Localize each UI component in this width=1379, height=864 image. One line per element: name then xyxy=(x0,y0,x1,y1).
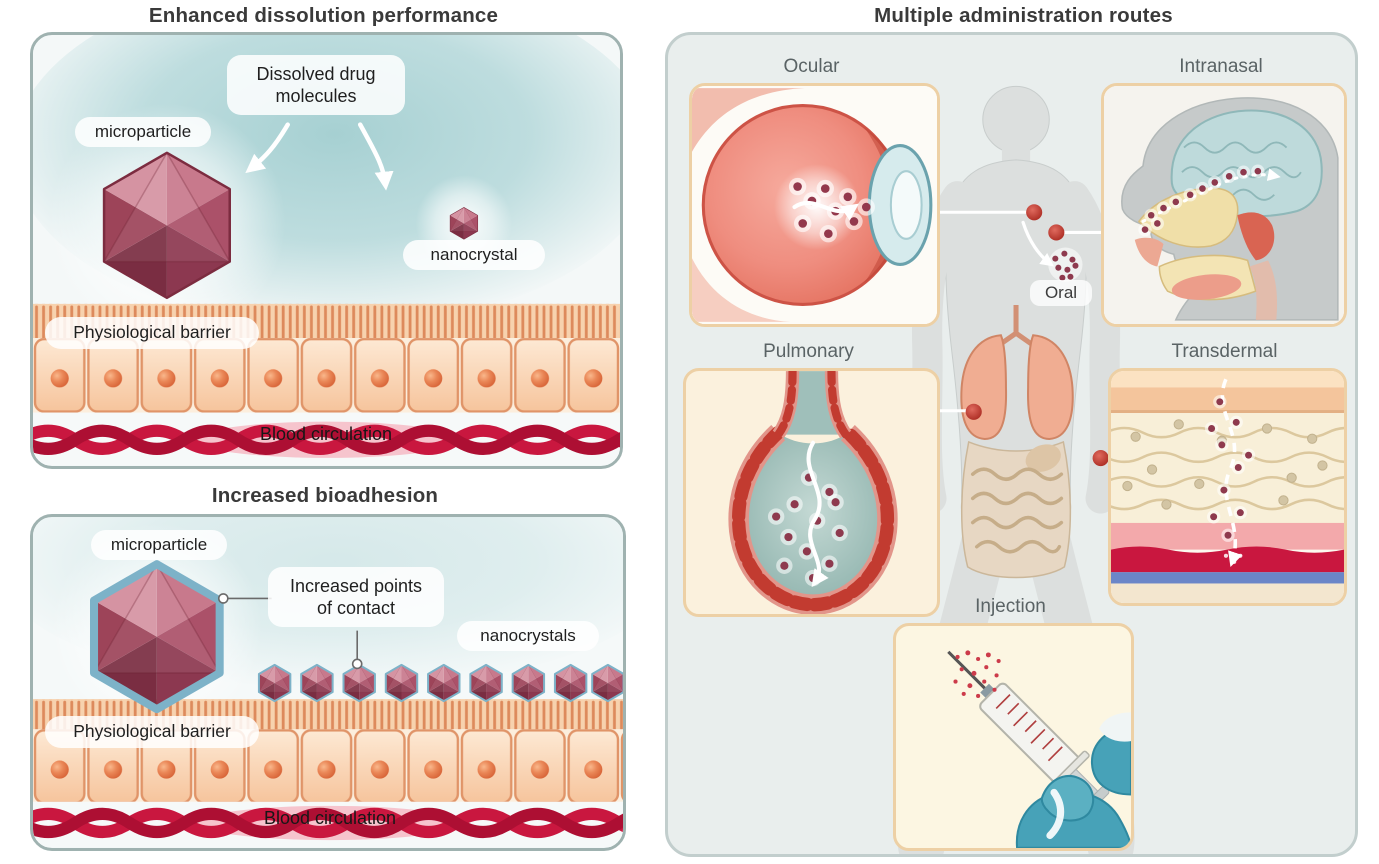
digestive-organ xyxy=(960,440,1072,579)
ocular-target-dot xyxy=(1026,204,1043,221)
nanocrystal-icon xyxy=(386,665,417,701)
pulmonary-target-dot xyxy=(965,403,982,420)
bioadhesion-illustration xyxy=(33,517,623,848)
blood-layer xyxy=(1111,546,1344,573)
intranasal-label: Intranasal xyxy=(1179,56,1263,77)
blood-vessel-wave-2 xyxy=(33,807,623,839)
intranasal-target-dot xyxy=(1048,224,1065,241)
intranasal-illustration xyxy=(1104,86,1344,324)
spray-dots xyxy=(953,650,1001,699)
blood-vessel-wave-2 xyxy=(33,424,620,455)
nanocrystal-icon xyxy=(513,665,544,701)
follicle-specks xyxy=(1223,553,1243,564)
transdermal-label: Transdermal xyxy=(1171,341,1278,362)
nanocrystal-icon xyxy=(259,665,290,701)
injection-label: Injection xyxy=(975,596,1046,617)
pulmonary-label: Pulmonary xyxy=(763,341,854,362)
pulmonary-flow-arrow xyxy=(806,440,829,588)
microparticle-adhered-icon xyxy=(94,564,220,709)
physiological-barrier-label: Physiological barrier xyxy=(45,317,259,349)
epidermis-top xyxy=(1111,371,1344,388)
bioadhesion-title: Increased bioadhesion xyxy=(211,484,439,507)
gloved-thumb xyxy=(1040,775,1095,822)
bioadhesion-panel: microparticle Increased points of contac… xyxy=(30,514,626,851)
contact-point-marker xyxy=(351,658,363,670)
blood-circulation-label: Blood circulation xyxy=(263,808,397,828)
eyelid-bottom xyxy=(692,258,791,322)
physiological-barrier-label: Physiological barrier xyxy=(45,716,259,748)
syringe-graduations xyxy=(995,694,1063,762)
intranasal-subpanel xyxy=(1101,83,1347,327)
injection-subpanel xyxy=(893,623,1134,851)
nasopharynx xyxy=(1237,212,1275,261)
transdermal-subpanel xyxy=(1108,368,1347,606)
dissolve-arrow-right xyxy=(357,122,394,191)
oral-drug-dots xyxy=(1052,250,1079,281)
ocular-flow-arrow xyxy=(792,200,859,221)
collagen-fibres xyxy=(1111,426,1344,511)
nanocrystal-icon xyxy=(428,665,459,701)
microparticle-label: microparticle xyxy=(75,117,211,147)
ocular-subpanel xyxy=(689,83,940,327)
capillary-cells xyxy=(732,425,895,612)
nanocrystal-icon xyxy=(592,665,623,701)
eyelid-top xyxy=(692,88,805,152)
transdermal-drug-dots xyxy=(1204,395,1256,542)
oral-arrow xyxy=(1021,220,1055,267)
nanocrystal-label: nanocrystal xyxy=(403,240,545,270)
pulmonary-subpanel xyxy=(683,368,940,617)
injection-illustration xyxy=(947,650,1131,848)
transdermal-flow-arrow xyxy=(1220,378,1243,567)
nanocrystal-icon xyxy=(301,665,332,701)
routes-panel: Ocular xyxy=(665,32,1358,857)
glove-cuff xyxy=(1099,712,1131,742)
dissolution-panel: Dissolved drug molecules microparticle n… xyxy=(30,32,623,469)
throat xyxy=(1249,260,1278,320)
intranasal-drug-dots xyxy=(1138,164,1265,237)
nanocrystal-icon xyxy=(344,665,375,701)
blood-circulation-label: Blood circulation xyxy=(259,424,393,444)
ocular-illustration xyxy=(692,86,937,324)
transdermal-target-dot xyxy=(1092,450,1109,467)
nanocrystals-label: nanocrystals xyxy=(457,621,599,651)
needle xyxy=(947,650,993,697)
nanocrystal-icon xyxy=(555,665,586,701)
contact-point-marker xyxy=(217,593,229,604)
vein-layer xyxy=(1111,572,1344,584)
dissolved-drug-label: Dissolved drug molecules xyxy=(227,55,405,115)
dissolve-arrow-left xyxy=(245,122,291,174)
ocular-label: Ocular xyxy=(783,56,840,77)
epithelial-cells xyxy=(33,338,620,413)
tongue xyxy=(1171,274,1242,300)
transdermal-illustration xyxy=(1111,371,1344,603)
pulmonary-illustration xyxy=(728,371,898,614)
routes-title: Multiple administration routes xyxy=(874,4,1173,27)
motion-swoosh xyxy=(1046,788,1065,840)
oral-label: Oral xyxy=(1030,280,1092,306)
microparticle-label: microparticle xyxy=(91,530,227,560)
nanocrystal-icon xyxy=(470,665,501,701)
dissolution-title: Enhanced dissolution performance xyxy=(148,4,499,27)
increased-contact-label: Increased points of contact xyxy=(268,567,444,627)
